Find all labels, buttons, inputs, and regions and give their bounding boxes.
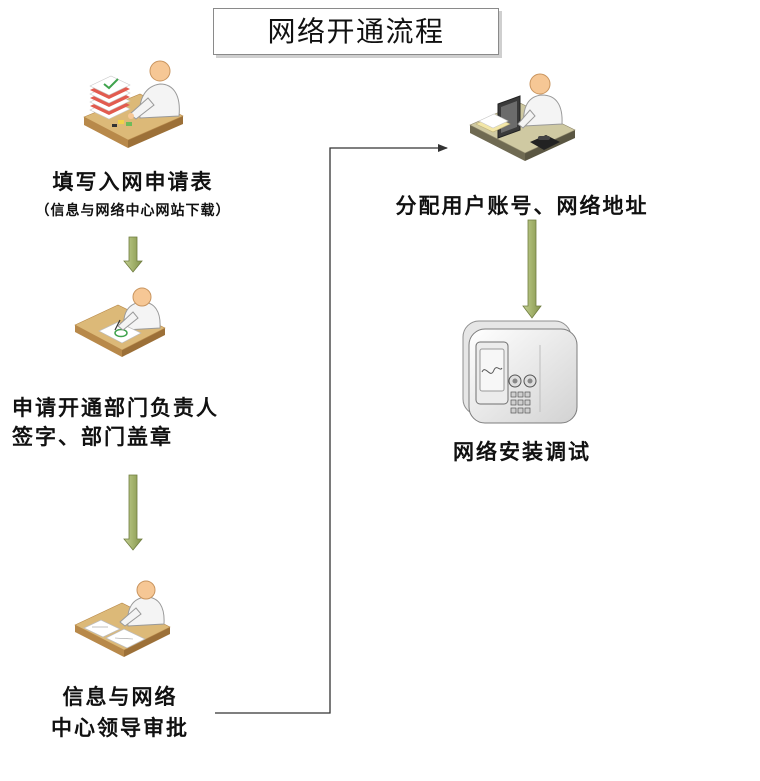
step-sign-line1: 申请开通部门负责人: [12, 395, 219, 420]
step-sign-line2: 签字、部门盖章: [12, 424, 173, 449]
step-approve-line1: 信息与网络: [62, 684, 178, 709]
person-reviewing-icon: [74, 580, 171, 657]
network-device-icon: [462, 320, 578, 424]
step-approve-line2: 中心领导审批: [51, 715, 189, 740]
person-signing-icon: [74, 287, 166, 357]
step-install-label: 网络安装调试: [453, 439, 591, 464]
down-arrow-icon: [123, 236, 143, 273]
step-apply-label: 填写入网申请表: [52, 169, 214, 194]
down-arrow-icon: [123, 474, 143, 551]
person-with-paperwork-icon: [83, 60, 184, 148]
step-assign-label: 分配用户账号、网络地址: [395, 193, 649, 218]
step-apply-note: （信息与网络中心网站下载）: [35, 203, 231, 219]
person-at-computer-icon: [469, 73, 576, 161]
connector-arrow: [215, 144, 448, 714]
page-title: 网络开通流程: [213, 8, 499, 55]
down-arrow-icon: [522, 219, 542, 319]
